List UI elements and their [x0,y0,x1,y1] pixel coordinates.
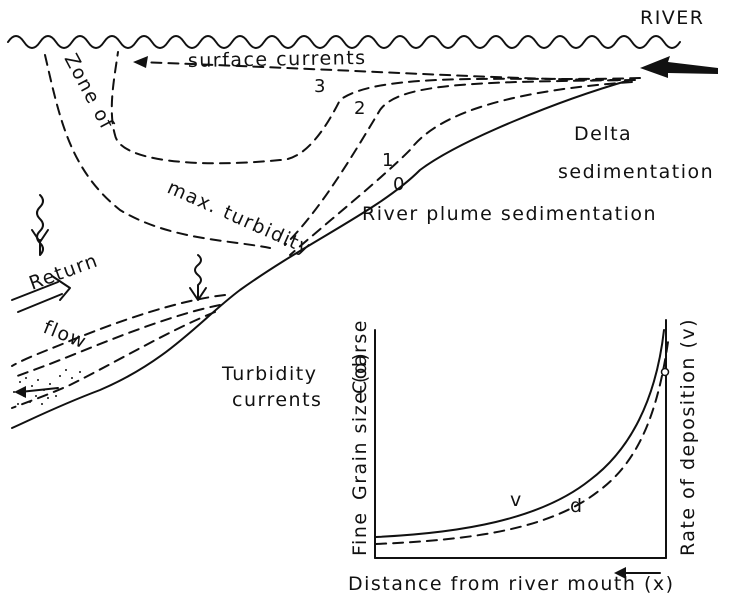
profile-3-number: 3 [314,76,325,97]
inset-grain-size-title: Grain size (d) [349,352,371,500]
river-plume-sedimentation-label: River plume sedimentation [362,203,657,225]
lower-dash-2 [11,304,221,379]
bottom-profile-0-line [11,79,631,429]
profile-1-line [289,81,633,256]
currents-label: currents [232,389,322,411]
inset-arrow-label: — [349,384,371,405]
inset-rate-of-deposition-title: Rate of deposition (v) [677,318,699,556]
flow-label: flow [40,316,90,353]
wavy-down-arrowhead-left [31,229,49,243]
turbidity-current-arrow [19,387,59,393]
return-flow-arrow [11,275,71,313]
inset-v-curve [375,329,665,538]
lower-dash-1 [11,294,226,367]
surface-current-arrowhead [133,56,148,68]
lower-dash-3 [11,311,216,409]
profile-2-line [284,79,636,246]
inset-direction-arrowhead [614,567,626,579]
max-turbidity-label: max. turbidity [164,176,315,259]
zone-of-label: Zone of [60,50,119,134]
inset-d-curve [375,341,669,545]
surface-currents-label: surface currents [188,47,367,72]
inset-v-label: v [510,489,523,511]
inset-mouth-dot [660,367,670,377]
max-turbidity-curve [44,54,271,249]
delta-label: Delta [574,123,632,145]
inset-d-label: d [570,495,584,517]
wavy-down-arrow-left [36,194,44,256]
delta-sedimentation-label: sedimentation [558,161,714,183]
profile-2-number: 2 [354,98,365,119]
water-surface-line [7,35,681,49]
river-inflow-arrow [640,56,718,78]
inset-graph: v d Fine Grain size (d) — Coarse Rate of… [348,318,699,594]
river-label: RIVER [640,7,705,29]
surface-current-line [139,61,621,81]
turbidity-current-arrowhead [14,386,26,398]
wavy-down-arrow-mid [194,254,202,299]
sediment-stipple [13,369,81,405]
profile-0-number: 0 [393,174,404,195]
inset-x-axis-title: Distance from river mouth (x) [348,573,675,594]
inset-coarse-label: Coarse [349,319,371,394]
inset-fine-label: Fine [349,511,371,556]
wavy-down-arrowhead-mid [189,287,207,301]
return-label: Return [26,249,101,294]
profile-3-line [110,51,641,165]
turbidity-label: Turbidity [221,363,317,385]
profile-1-number: 1 [382,150,393,171]
